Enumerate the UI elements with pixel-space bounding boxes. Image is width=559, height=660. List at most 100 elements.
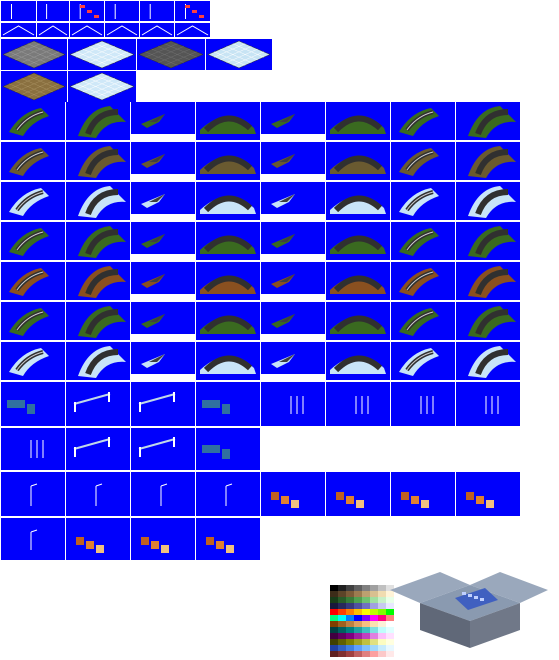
palette-swatch (346, 585, 354, 591)
track-surface (279, 234, 295, 242)
tile-grid (21, 48, 53, 63)
palette-swatch (354, 597, 362, 603)
palette-swatch (378, 621, 386, 627)
crate (411, 496, 419, 504)
tile-grid (82, 46, 115, 61)
grass-ramp (399, 108, 439, 136)
palette-swatch (346, 597, 354, 603)
track-surface (85, 309, 119, 336)
crate (346, 496, 354, 504)
tile-grid (151, 48, 184, 63)
track-surface (203, 275, 253, 293)
sprite-cell (131, 182, 195, 214)
sprite-gap (261, 174, 325, 180)
palette-swatch (354, 633, 362, 639)
tile-grid (89, 46, 122, 61)
dark-floor-tile (138, 40, 204, 69)
sprite-cell (261, 182, 325, 214)
palette-swatch (362, 603, 370, 609)
snow-ramp (399, 348, 439, 376)
palette-swatch (330, 585, 338, 591)
palette-swatch (370, 621, 378, 627)
track-surface (475, 109, 509, 136)
fence-post (139, 447, 141, 457)
ice-floor-tile (69, 72, 135, 101)
track-surface (149, 194, 165, 202)
tile-grid (15, 48, 47, 63)
sprite-cell (131, 142, 195, 174)
palette-swatch (330, 597, 338, 603)
track-surface (333, 355, 383, 373)
tile-grid (226, 48, 258, 63)
tile-grid (76, 51, 109, 66)
palette-swatch (362, 621, 370, 627)
track-line (106, 25, 138, 36)
palette-swatch (338, 621, 346, 627)
track-line-sprite (140, 23, 174, 37)
snow-ramp (200, 355, 256, 374)
tile-grid (9, 43, 41, 58)
palette-swatch (386, 591, 394, 597)
grass-ramp (78, 106, 126, 138)
palette-swatch (354, 639, 362, 645)
track-rail (406, 151, 434, 171)
snow-ramp (399, 188, 439, 216)
prop-cell (1, 472, 65, 516)
road-crossing-preview (390, 572, 548, 648)
prop-cell (66, 472, 130, 516)
sprite-gap (261, 254, 325, 260)
palette-swatch (338, 609, 346, 615)
sprite-cell (261, 342, 325, 374)
track-surface (203, 355, 253, 373)
desert-ramp (468, 266, 516, 298)
snow-ramp (141, 354, 165, 368)
palette-swatch (370, 585, 378, 591)
snow-ramp (330, 355, 386, 374)
tile-grid (95, 43, 128, 58)
crate (151, 541, 159, 549)
palette-swatch (354, 603, 362, 609)
tile-grid (158, 48, 191, 63)
signal-sprite (105, 1, 139, 21)
crate (76, 537, 84, 545)
signal-light (87, 10, 92, 13)
palette-swatch (338, 591, 346, 597)
track-surface (203, 115, 253, 133)
palette-swatch (346, 645, 354, 651)
crate (291, 500, 299, 508)
prop-cell (131, 518, 195, 560)
desert-ramp (330, 275, 386, 294)
sprite-gap (261, 334, 325, 340)
sprite-gap (131, 334, 195, 340)
track-surface (279, 354, 295, 362)
fence-panel (7, 400, 25, 408)
crossing-stripe (480, 598, 484, 601)
signal-light (199, 15, 204, 18)
grass-ramp (78, 306, 126, 338)
tile-grid (76, 43, 109, 58)
tile-grid (15, 80, 47, 95)
grass-ramp (9, 308, 49, 336)
track-surface (333, 155, 383, 173)
tile-grid (27, 75, 59, 90)
prop-cell (66, 518, 130, 560)
track-surface (149, 314, 165, 322)
grass-ramp (468, 306, 516, 338)
fence-post (173, 437, 175, 447)
track-surface (85, 229, 119, 256)
palette-swatch (370, 603, 378, 609)
track-line-sprite (175, 23, 210, 37)
palette-swatch (362, 633, 370, 639)
track-line (141, 25, 173, 36)
signal-sprite (140, 1, 174, 21)
palette-swatch (378, 615, 386, 621)
fence-panel (222, 404, 230, 414)
crate (271, 492, 279, 500)
track-surface (203, 195, 253, 213)
track-surface (333, 315, 383, 333)
desert-ramp (9, 268, 49, 296)
palette-swatch (362, 645, 370, 651)
track-line-sprite (37, 23, 69, 37)
track-rail (406, 191, 434, 211)
track-rail (16, 351, 44, 371)
